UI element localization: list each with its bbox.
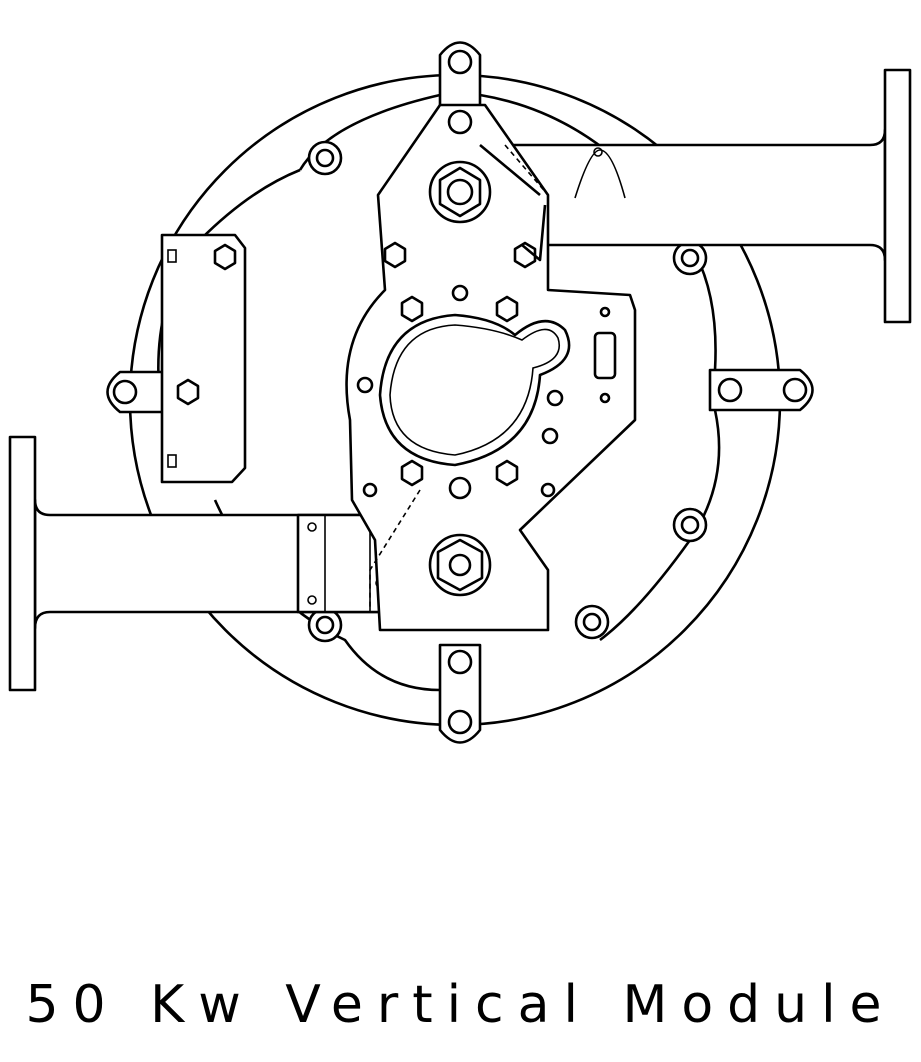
right-lug [708, 368, 814, 412]
left-bracket [160, 233, 247, 484]
top-right-pipe [458, 68, 912, 324]
bottom-lug [438, 643, 482, 744]
top-nut [428, 144, 549, 262]
central-bore [378, 313, 571, 467]
plate-bolts [356, 109, 617, 500]
bottom-nut [369, 489, 492, 610]
central-plate [345, 103, 637, 632]
drawing-caption: 50 Kw Vertical Module [25, 975, 896, 1035]
